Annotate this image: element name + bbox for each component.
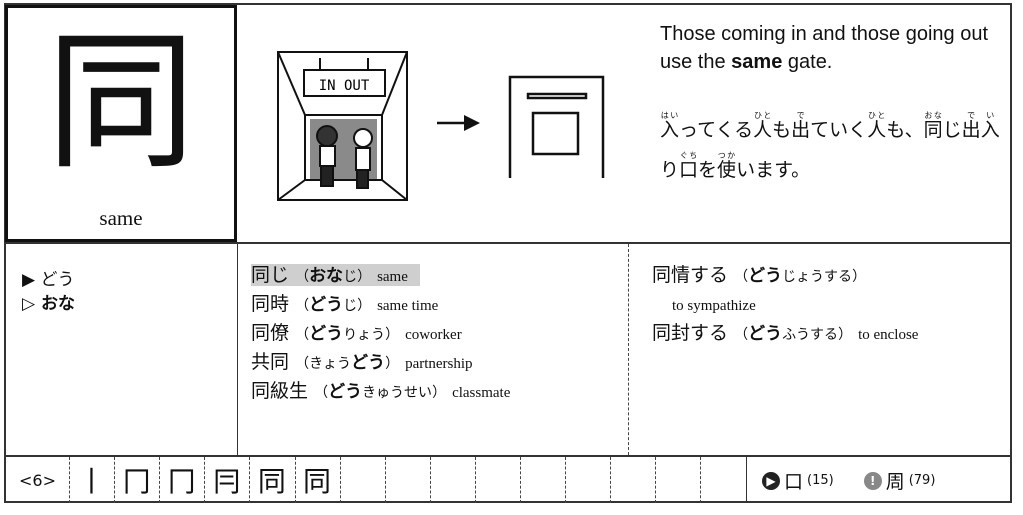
grid-line (610, 457, 612, 503)
grid-line (249, 457, 251, 503)
card-frame (4, 3, 1012, 503)
ruby-kanji: 入い (980, 111, 1000, 141)
ruby-kanji: 人ひと (753, 111, 773, 141)
grid-line (204, 457, 206, 503)
grid-line (474, 457, 476, 503)
grid-line (655, 457, 657, 503)
ruby-kanji: 出で (961, 111, 981, 141)
stroke-cell (430, 457, 475, 503)
ruby-kanji: 出で (791, 111, 811, 141)
mnemonic-english: Those coming in and those going out use … (660, 20, 1010, 76)
grid-line (339, 457, 341, 503)
stroke-cell (520, 457, 565, 503)
cross-ref[interactable]: ▶口(15) (762, 467, 834, 494)
exclamation-circle-icon: ! (863, 471, 882, 490)
story-kana: を (698, 159, 718, 181)
divider (746, 455, 747, 503)
kanji-meaning: same (99, 206, 143, 230)
stroke-cell: 丨 (77, 465, 106, 498)
grid-line (520, 457, 521, 503)
story-kana: も、 (886, 119, 924, 141)
vocab-item: 同じ （おなじ）same (251, 262, 510, 291)
story-kana: ていく (810, 119, 868, 141)
stroke-cell (700, 457, 745, 503)
divider (628, 244, 629, 455)
cross-ref[interactable]: !周(79) (863, 467, 935, 494)
stroke-cell (565, 457, 610, 503)
story-text-end: gate. (782, 51, 833, 73)
mnemonic-japanese: 入はいってくる人ひとも出でていく人ひとも、同おなじ出で入いり口ぐちを使つかいます… (660, 110, 1010, 190)
stroke-cell: 冃 (212, 465, 241, 498)
vocab-item: 共同 （きょうどう）partnership (251, 351, 473, 373)
stroke-cell (475, 457, 520, 503)
stroke-count: <6> (19, 470, 56, 490)
stroke-cell: 冂 (122, 465, 151, 498)
kanji-shape-drawing (508, 75, 605, 178)
grid-line (114, 457, 116, 503)
ruby-kanji: 人ひと (867, 111, 887, 141)
grid-line (429, 457, 431, 503)
arrow-icon (437, 115, 480, 131)
divider (237, 242, 238, 455)
gate-drawing (277, 51, 408, 201)
kanji-box: 同 same (5, 5, 237, 242)
story-kana: ってくる (679, 119, 754, 141)
vocab-item: 同時 （どうじ）same time (251, 293, 439, 315)
story-kana: も (772, 119, 792, 141)
story-text: Those coming in and those going out use … (660, 23, 988, 73)
grid-line (159, 457, 161, 503)
vocab-list-left: 同じ （おなじ）same 同時 （どうじ）same time 同僚 （どうりょう）… (251, 262, 510, 407)
sign-text: IN OUT (319, 78, 370, 94)
story-kana: じ (942, 119, 962, 141)
stroke-cell (610, 457, 655, 503)
ruby-kanji: 入はい (660, 111, 680, 141)
cross-references: ▶口(15) !周(79) (762, 467, 935, 494)
vocab-item: 同情する （どうじょうする）to sympathize (652, 264, 867, 314)
stroke-cell: 同 (257, 465, 286, 498)
stroke-cell: 冂 (167, 465, 196, 498)
reading-kun: ▷ おな (22, 294, 75, 314)
grid-line (294, 457, 296, 503)
grid-line (565, 457, 567, 503)
vocab-item: 同級生 （どうきゅうせい）classmate (251, 380, 511, 402)
stroke-cell: 同 (302, 465, 331, 498)
divider (4, 242, 1012, 244)
story-kana: います。 (736, 159, 811, 181)
vocab-list-right: 同情する （どうじょうする）to sympathize 同封する （どうふうする）… (652, 262, 918, 349)
vocab-item: 同僚 （どうりょう）coworker (251, 322, 462, 344)
divider (4, 455, 1012, 457)
stroke-cell (385, 457, 430, 503)
mnemonic-illustration: IN OUT (277, 51, 605, 201)
ruby-kanji: 同おな (923, 111, 943, 141)
kanji-character: 同 (45, 16, 196, 190)
story-bold-word: same (731, 51, 783, 73)
story-kana: り (660, 159, 680, 181)
grid-line (384, 457, 386, 503)
grid-line (69, 457, 70, 503)
stroke-cell (340, 457, 385, 503)
vocab-item: 同封する （どうふうする）to enclose (652, 322, 919, 344)
grid-line (700, 457, 702, 503)
stroke-cell (655, 457, 700, 503)
play-circle-icon: ▶ (762, 471, 780, 490)
ruby-kanji: 使つか (717, 151, 737, 181)
reading-on: ▶ どう (22, 270, 75, 290)
ruby-kanji: 口ぐち (679, 151, 699, 181)
readings-list: ▶ どう ▷ おな (22, 268, 75, 316)
